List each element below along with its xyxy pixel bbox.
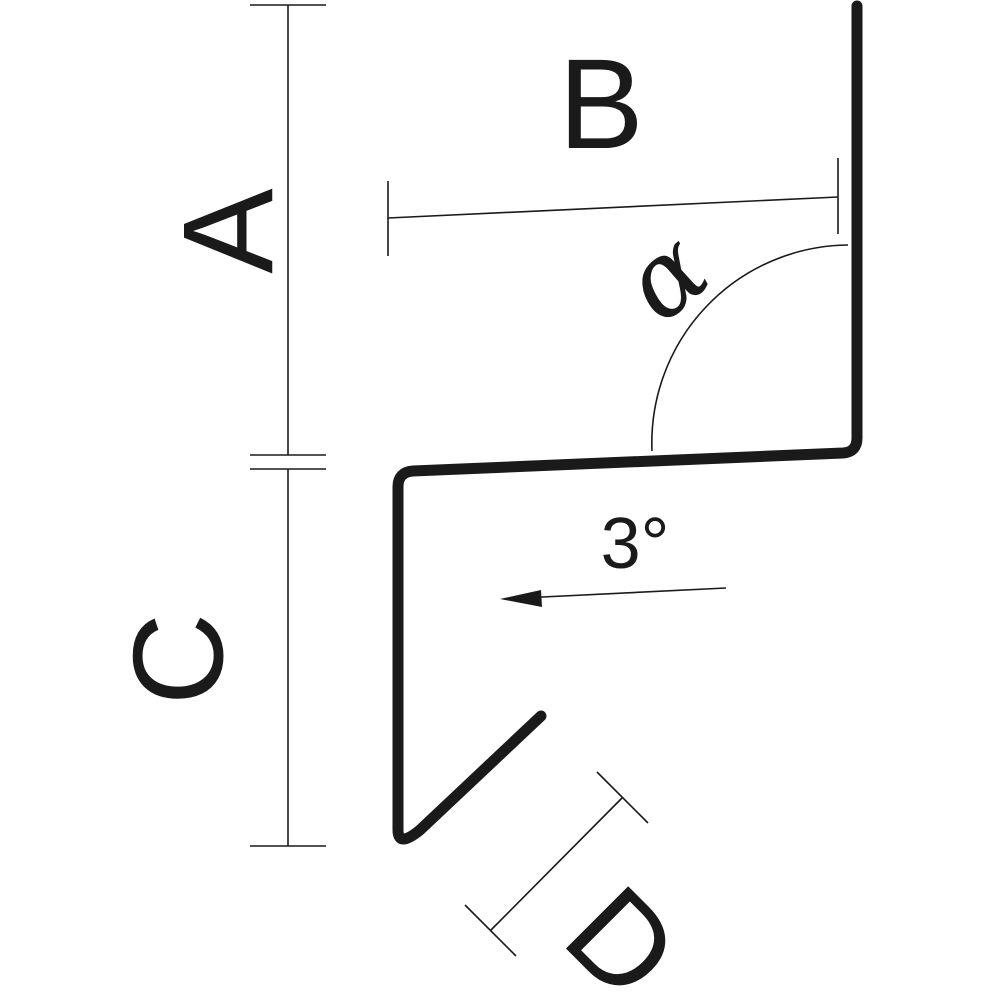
dimension-line-a [250, 4, 326, 456]
dimension-line-b [387, 158, 839, 256]
slope-arrow [500, 587, 727, 607]
slope-label: 3° [601, 504, 670, 584]
label-c: C [108, 613, 251, 705]
profile-outline [392, 0, 863, 845]
angle-arc [651, 244, 849, 452]
label-d: D [539, 860, 705, 1000]
label-a: A [158, 188, 301, 274]
label-b: B [558, 33, 643, 176]
angle-alpha-label: α [599, 207, 731, 346]
dimension-line-c [250, 468, 326, 847]
dimension-line-d [464, 771, 649, 957]
